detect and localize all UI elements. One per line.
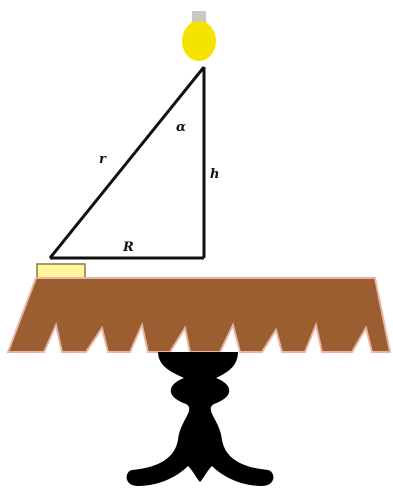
- table-top: [6, 277, 392, 353]
- card: [36, 263, 86, 279]
- angle-label: α: [176, 120, 186, 135]
- base-label: R: [122, 240, 134, 255]
- table-cloth: [6, 277, 392, 353]
- bulb-glass: [182, 21, 216, 61]
- table-pedestal: [126, 352, 274, 486]
- right-triangle: [48, 66, 206, 260]
- hypotenuse-side: [48, 66, 206, 259]
- light-bulb-icon: [182, 11, 216, 61]
- bulb-base: [192, 11, 206, 23]
- height-label: h: [210, 167, 219, 182]
- pedestal-shape: [126, 352, 274, 486]
- hypotenuse-label: r: [99, 152, 107, 167]
- bulb-neck: [191, 22, 207, 30]
